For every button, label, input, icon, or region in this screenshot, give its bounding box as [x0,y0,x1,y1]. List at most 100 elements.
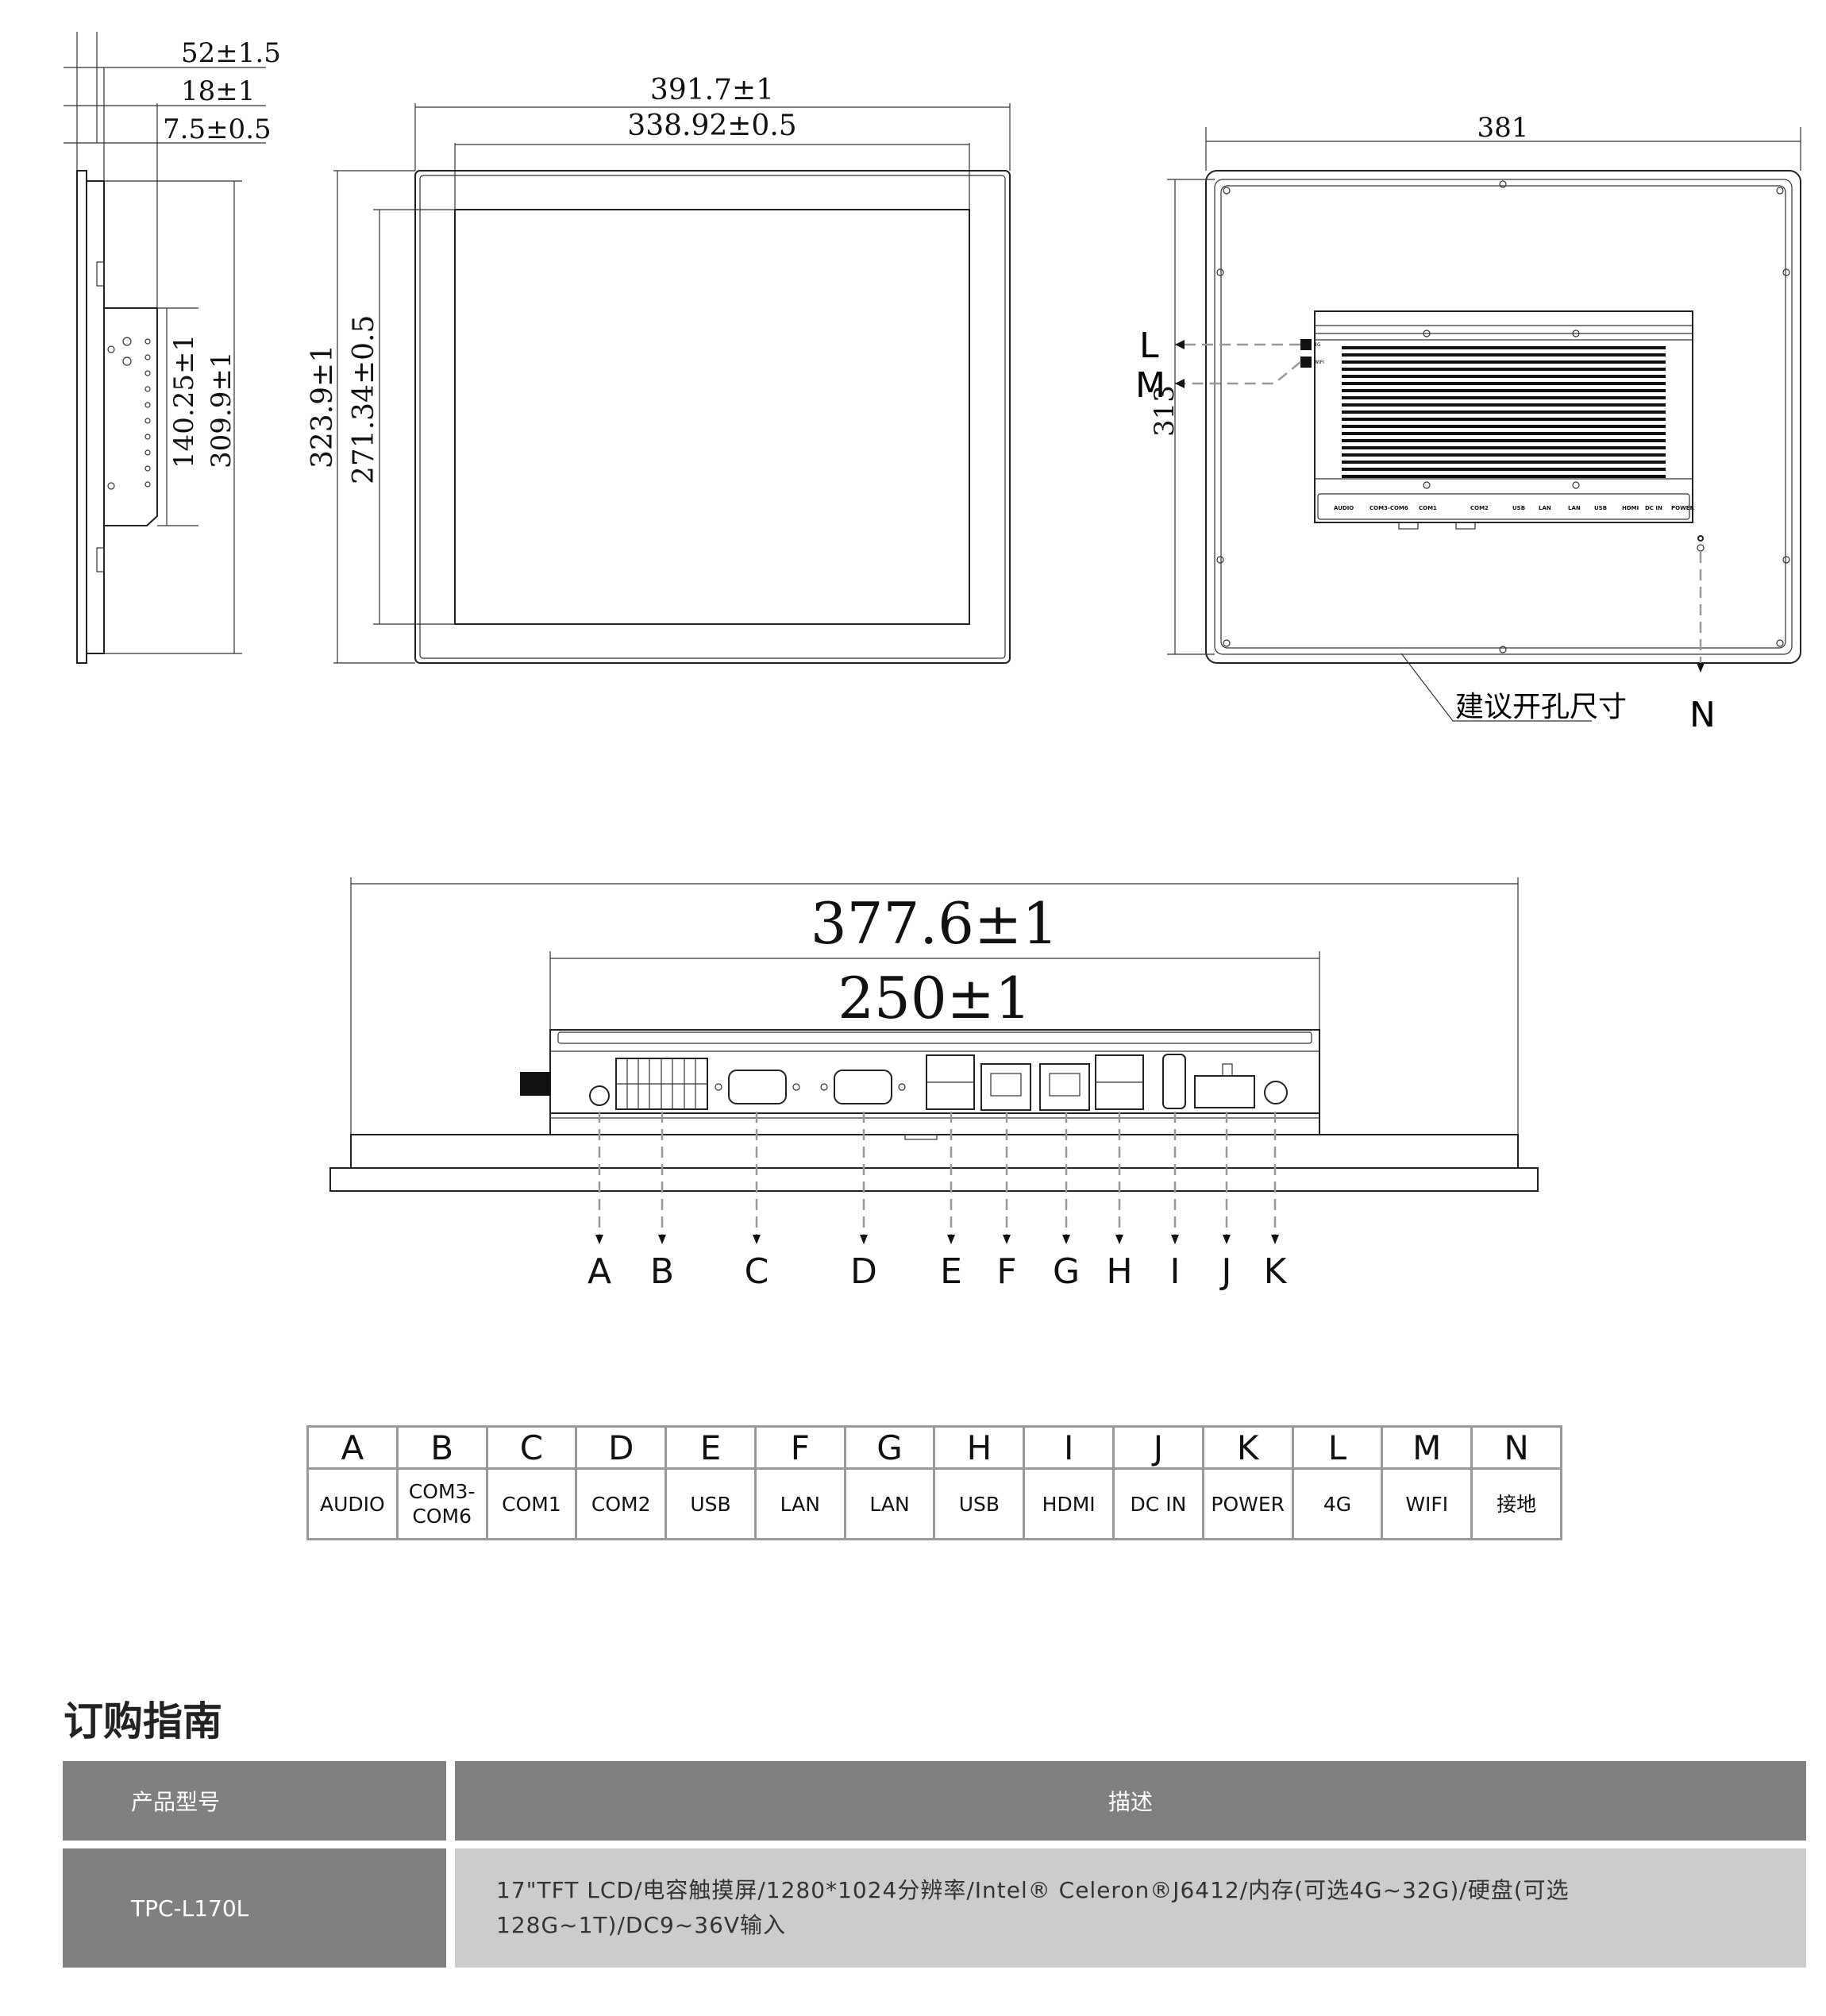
callout-L: L [1139,326,1159,366]
port-name-cell: WIFI [1381,1467,1474,1540]
header-model: 产品型号 [63,1761,446,1841]
back-port-labels: AUDIO COM3-COM6 COM1 COM2 USB LAN LAN USB HDMI DC… [1334,505,1695,511]
port-letter-A: A [587,1251,611,1292]
back-port-label: USB [1512,505,1525,511]
port-name-cell: LAN [843,1467,936,1540]
dim-depth-total: 52±1.5 [181,37,281,69]
port-name-cell: 4G [1291,1467,1384,1540]
heatsink-fin [1342,446,1666,449]
description-cell: 17"TFT LCD/电容触摸屏/1280*1024分辨率/Intel® Cel… [455,1848,1806,1968]
dim-depth-box: 18±1 [181,75,255,107]
port-letter-cell: E [665,1425,757,1470]
heatsink-fins [1342,346,1666,478]
port-letter-cell: F [753,1425,846,1470]
dim-height-display: 271.34±0.5 [348,315,380,484]
port-letter-cell: N [1470,1425,1562,1470]
header-description: 描述 [455,1761,1806,1841]
heatsink-fin [1342,368,1666,371]
port-name-cell: USB [665,1467,757,1540]
arrow-icon [1271,1235,1279,1244]
back-port-label: LAN [1539,505,1551,511]
back-view: 4G WIFI AUDIO COM3-COM6 COM1 COM2 USB LAN LAN U… [1135,112,1801,735]
heatsink-fin [1342,432,1666,435]
back-port-label: COM3-COM6 [1370,505,1408,511]
dim-width-display: 338.92±0.5 [627,110,796,142]
arrow-icon [753,1235,761,1244]
port-letter-F: F [996,1251,1016,1292]
back-port-label: DC IN [1645,505,1662,511]
ordering-guide-table: 产品型号 描述 TPC-L170L 17"TFT LCD/电容触摸屏/1280*… [63,1761,1806,1976]
heatsink-fin [1342,439,1666,442]
port-name-cell: COM3- COM6 [395,1467,488,1540]
port-name-cell: COM2 [575,1467,668,1540]
side-view: 52±1.5 18±1 7.5±0.5 140.25±1 309.9±1 [64,32,281,664]
ordering-row: TPC-L170L 17"TFT LCD/电容触摸屏/1280*1024分辨率/… [63,1848,1806,1968]
port-letter-C: C [745,1251,769,1292]
port-name-cell: AUDIO [306,1467,399,1540]
port-name-cell: USB [933,1467,1026,1540]
back-port-label: LAN [1568,505,1581,511]
port-letter-B: B [650,1251,674,1292]
back-port-label: POWER [1671,505,1695,511]
antenna-label-wifi: WIFI [1314,360,1324,365]
heatsink-fin [1342,475,1666,478]
heatsink-fin [1342,453,1666,457]
port-letter-cell: L [1291,1425,1384,1470]
port-letter-cell: H [933,1425,1026,1470]
port-name-cell: LAN [753,1467,846,1540]
model-cell: TPC-L170L [63,1848,446,1968]
heatsink-fin [1342,425,1666,428]
heatsink-fin [1342,418,1666,421]
antenna-label-4g: 4G [1314,342,1321,348]
dim-cutout-width: 381 [1477,112,1529,144]
front-view: 391.7±1 338.92±0.5 323.9±1 271.34±0.5 [306,74,1011,664]
port-letter-cell: J [1112,1425,1204,1470]
arrow-icon [1171,1235,1179,1244]
dim-depth-panel: 7.5±0.5 [163,114,272,145]
dim-height-total: 323.9±1 [306,345,339,468]
arrow-icon [947,1235,955,1244]
port-name-cell: COM1 [485,1467,578,1540]
port-letter-cell: I [1023,1425,1115,1470]
back-port-label: COM1 [1419,505,1437,511]
dim-box-height: 140.25±1 [168,334,200,468]
back-port-label: COM2 [1470,505,1489,511]
heatsink-fin [1342,353,1666,357]
port-letter-H: H [1106,1251,1132,1292]
port-letter-I: I [1170,1251,1181,1292]
heatsink-fin [1342,468,1666,471]
heatsink-fin [1342,396,1666,399]
arrow-icon [658,1235,666,1244]
port-letter-G: G [1053,1251,1080,1292]
port-letter-cell: K [1201,1425,1294,1470]
port-letter-cell: A [306,1425,399,1470]
port-name-cell: POWER [1201,1467,1294,1540]
ordering-header-row: 产品型号 描述 [63,1761,1806,1841]
heatsink-fin [1342,346,1666,349]
arrow-icon [1223,1235,1231,1244]
heatsink-fin [1342,403,1666,407]
callout-N: N [1689,695,1716,735]
port-letter-E: E [940,1251,962,1292]
back-port-label: HDMI [1622,505,1639,511]
port-letter-D: D [850,1251,877,1292]
arrow-icon [860,1235,868,1244]
dim-cutout-height: 313 [1149,385,1181,437]
port-name-cell: 接地 [1470,1467,1562,1540]
arrow-icon [1062,1235,1070,1244]
arrow-icon [595,1235,603,1244]
port-name-cell: DC IN [1112,1467,1204,1540]
heatsink-fin [1342,382,1666,385]
port-letter-K: K [1264,1251,1288,1292]
back-port-label: AUDIO [1334,505,1354,511]
port-name-cell: HDMI [1023,1467,1115,1540]
port-letter-cell: M [1381,1425,1474,1470]
dim-width-total: 391.7±1 [650,74,774,106]
callout-M: M [1135,365,1165,406]
port-letter-J: J [1219,1251,1232,1292]
back-port-label: USB [1594,505,1607,511]
dim-bottom-box: 250±1 [838,965,1031,1031]
